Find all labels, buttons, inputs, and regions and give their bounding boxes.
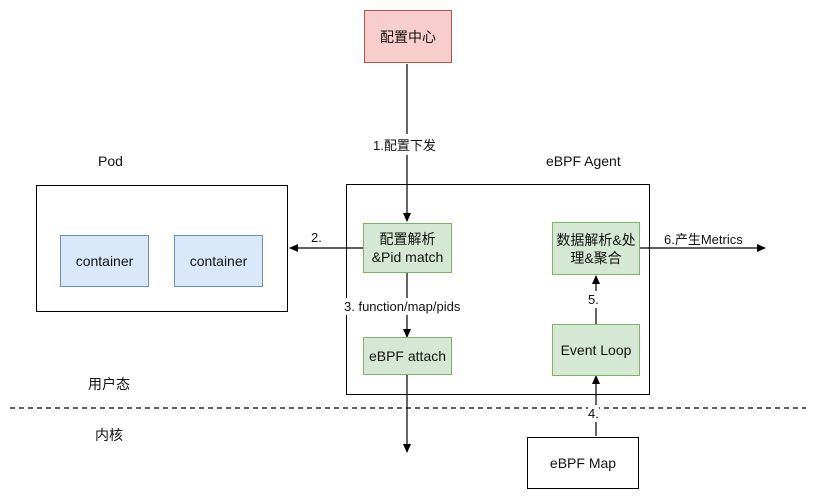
edge-label-metrics: 6.产生Metrics: [664, 232, 743, 247]
config-parse-box: 配置解析 &Pid match: [363, 223, 452, 273]
kernel-space-label: 内核: [95, 427, 123, 443]
edge-label-function-map-pids: 3. function/map/pids: [344, 298, 461, 315]
edge-label-loop-to-data: 5.: [588, 291, 599, 308]
container-label: container: [189, 253, 248, 269]
ebpf-map-label: eBPF Map: [549, 455, 617, 471]
pod-title: Pod: [98, 153, 123, 169]
container-label: container: [75, 253, 134, 269]
data-parse-box: 数据解析&处 理&聚合: [552, 222, 640, 275]
user-space-label: 用户态: [88, 376, 130, 392]
edge-label-config-dispatch: 1.配置下发: [373, 134, 436, 155]
agent-box: [346, 184, 650, 395]
config-center-label: 配置中心: [380, 28, 436, 45]
edge-label-to-pod: 2.: [311, 230, 322, 245]
config-parse-label: 配置解析 &Pid match: [371, 231, 444, 265]
ebpf-map-box: eBPF Map: [527, 437, 639, 489]
event-loop-label: Event Loop: [560, 342, 632, 358]
edge-label-map-to-loop: 4.: [588, 405, 599, 422]
ebpf-attach-label: eBPF attach: [368, 348, 447, 364]
container-box-1: container: [60, 235, 149, 287]
pod-box: [36, 185, 288, 312]
config-center-box: 配置中心: [364, 10, 452, 63]
data-parse-label: 数据解析&处 理&聚合: [556, 231, 636, 266]
container-box-2: container: [174, 235, 263, 287]
ebpf-attach-box: eBPF attach: [363, 337, 452, 375]
agent-title: eBPF Agent: [546, 153, 621, 169]
event-loop-box: Event Loop: [552, 324, 640, 376]
